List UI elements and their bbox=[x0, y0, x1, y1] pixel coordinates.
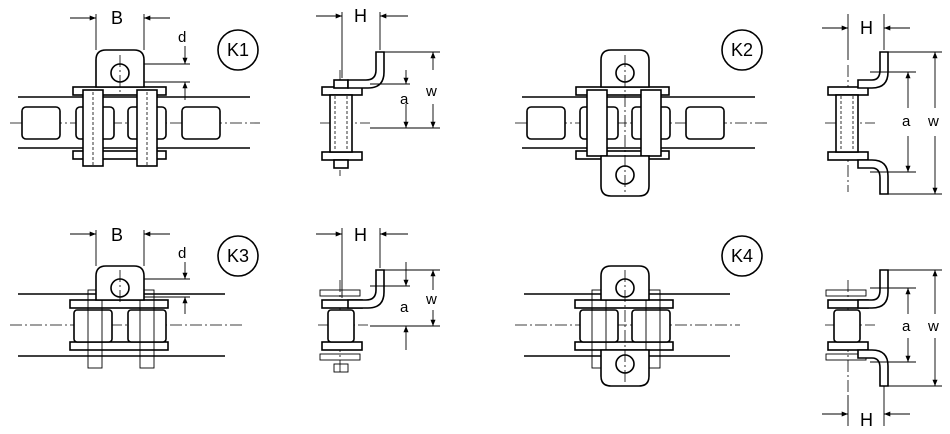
k1-dim-d: d bbox=[178, 29, 186, 46]
k3-badge bbox=[217, 235, 259, 277]
k2-badge bbox=[721, 29, 763, 71]
k3-side-view: H a w bbox=[316, 225, 440, 375]
k3-dim-a: a bbox=[400, 299, 409, 316]
k1-dim-a: a bbox=[400, 91, 409, 108]
k4-dim-h: H bbox=[860, 410, 873, 430]
k4-label: K4 bbox=[731, 246, 753, 266]
k2-label: K2 bbox=[731, 40, 753, 60]
k1-top-view: B d K1 bbox=[10, 8, 260, 167]
k1-label: K1 bbox=[227, 40, 249, 60]
k3-top-view: B d K3 bbox=[10, 225, 259, 369]
k4-top-view: K4 bbox=[515, 235, 763, 387]
k3-dim-h: H bbox=[354, 225, 367, 245]
k3-dim-w: w bbox=[425, 291, 437, 308]
k3-dim-d: d bbox=[178, 245, 186, 262]
k1-dim-b: B bbox=[111, 8, 123, 28]
k2-side-view: H a w bbox=[822, 14, 942, 195]
k1-dim-h: H bbox=[354, 6, 367, 26]
k2-dim-a: a bbox=[902, 113, 911, 130]
k2-top-view: K2 bbox=[515, 29, 770, 197]
k2-dim-w: w bbox=[927, 113, 939, 130]
k1-dim-w: w bbox=[425, 83, 437, 100]
k4-side-view: a w H bbox=[822, 269, 942, 430]
k4-dim-a: a bbox=[902, 318, 911, 335]
k1-side-view: H a w bbox=[316, 6, 440, 176]
k3-label: K3 bbox=[227, 246, 249, 266]
k3-dim-b: B bbox=[111, 225, 123, 245]
k4-dim-w: w bbox=[927, 318, 939, 335]
k2-dim-h: H bbox=[860, 18, 873, 38]
k1-badge bbox=[217, 29, 259, 71]
k4-badge bbox=[721, 235, 763, 277]
